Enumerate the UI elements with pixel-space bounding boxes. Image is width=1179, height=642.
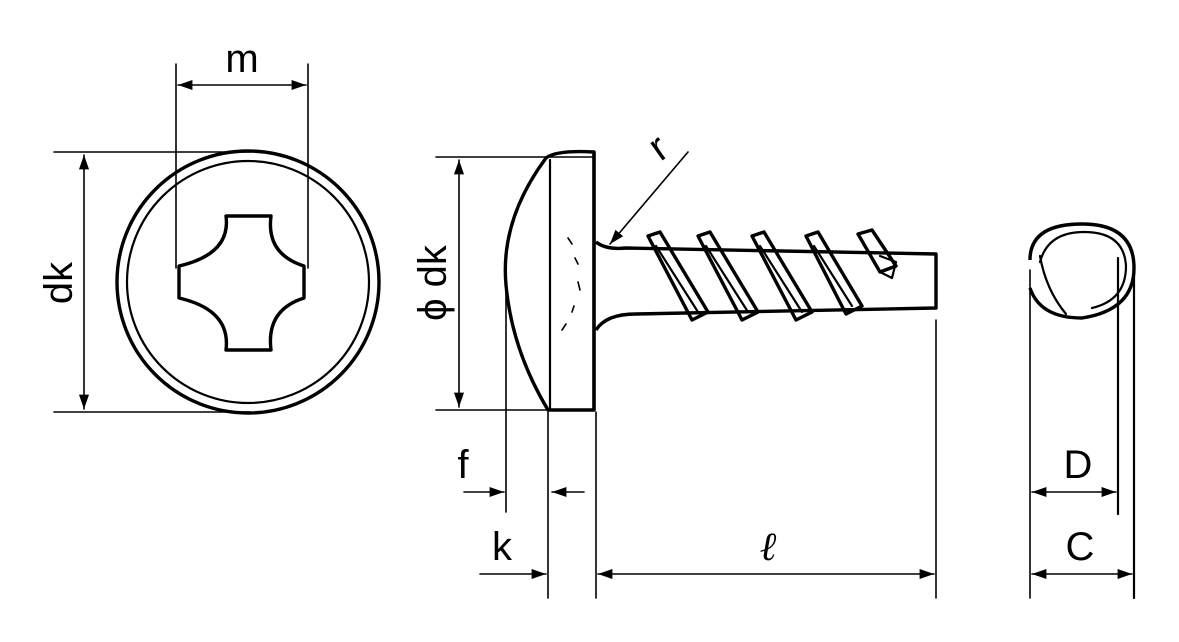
side-view: r ϕ dk f k ℓ bbox=[411, 126, 938, 599]
thread-line bbox=[654, 244, 700, 314]
end-outline bbox=[1028, 222, 1136, 320]
dimension-r: r bbox=[609, 126, 689, 245]
thread-line bbox=[704, 244, 750, 314]
phillips-recess-cross bbox=[177, 214, 306, 352]
recess-hidden-lines bbox=[561, 237, 581, 331]
leader-line-r bbox=[609, 151, 689, 245]
dimension-C: C bbox=[1031, 525, 1133, 580]
shank bbox=[594, 240, 938, 331]
end-view: D C bbox=[1028, 222, 1136, 600]
thread-crest bbox=[696, 230, 760, 322]
dimension-m: m bbox=[175, 37, 309, 269]
head-dome bbox=[503, 149, 596, 412]
threads bbox=[646, 228, 898, 322]
label-m: m bbox=[225, 37, 258, 81]
drill-point-notch bbox=[878, 254, 898, 280]
label-dk: dk bbox=[37, 261, 81, 304]
end-chamfer-arc bbox=[1038, 254, 1068, 316]
thread-crest bbox=[804, 230, 864, 316]
thread-crest bbox=[646, 230, 710, 322]
thread-line bbox=[758, 244, 804, 314]
label-phi-dk: ϕ dk bbox=[411, 244, 455, 321]
dimension-phi-dk: ϕ dk bbox=[411, 156, 595, 411]
thread-line bbox=[812, 244, 854, 308]
label-l: ℓ bbox=[760, 524, 777, 569]
top-view: m dk bbox=[37, 37, 381, 415]
dimension-f: f bbox=[457, 289, 585, 513]
label-f: f bbox=[457, 443, 469, 487]
dimension-D: D bbox=[1031, 443, 1117, 498]
head-outer-circle bbox=[115, 149, 381, 415]
label-r: r bbox=[640, 126, 676, 170]
thread-crest bbox=[750, 230, 814, 322]
head-inner-circle bbox=[125, 159, 371, 405]
label-k: k bbox=[492, 525, 513, 569]
dimension-k-l: k ℓ bbox=[479, 319, 937, 599]
dimension-dk: dk bbox=[37, 151, 251, 413]
label-D: D bbox=[1064, 443, 1093, 487]
label-C: C bbox=[1066, 525, 1095, 569]
